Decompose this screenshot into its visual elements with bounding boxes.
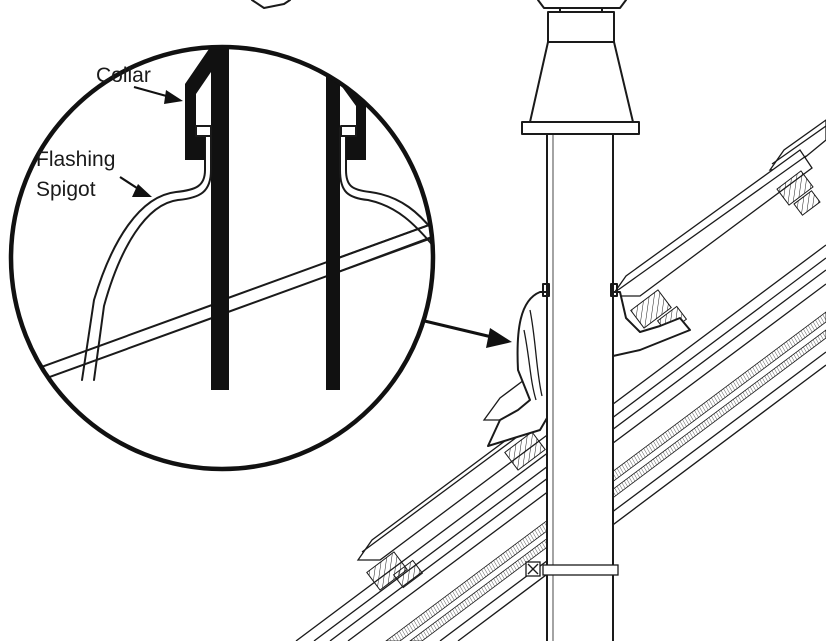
flue-terminal bbox=[521, 0, 640, 135]
main-flashing bbox=[487, 252, 691, 447]
callout-arrow bbox=[411, 316, 512, 348]
flue-pipe bbox=[525, 133, 619, 641]
flashing-label: Flashing bbox=[36, 148, 115, 171]
top-fragment bbox=[251, 0, 291, 9]
roof-tiles bbox=[356, 119, 826, 561]
spigot-label: Spigot bbox=[36, 178, 96, 201]
tile-battens bbox=[366, 170, 821, 591]
detail-magnifier: Collar Flashing Spigot bbox=[8, 44, 436, 472]
collar-label: Collar bbox=[96, 64, 151, 87]
